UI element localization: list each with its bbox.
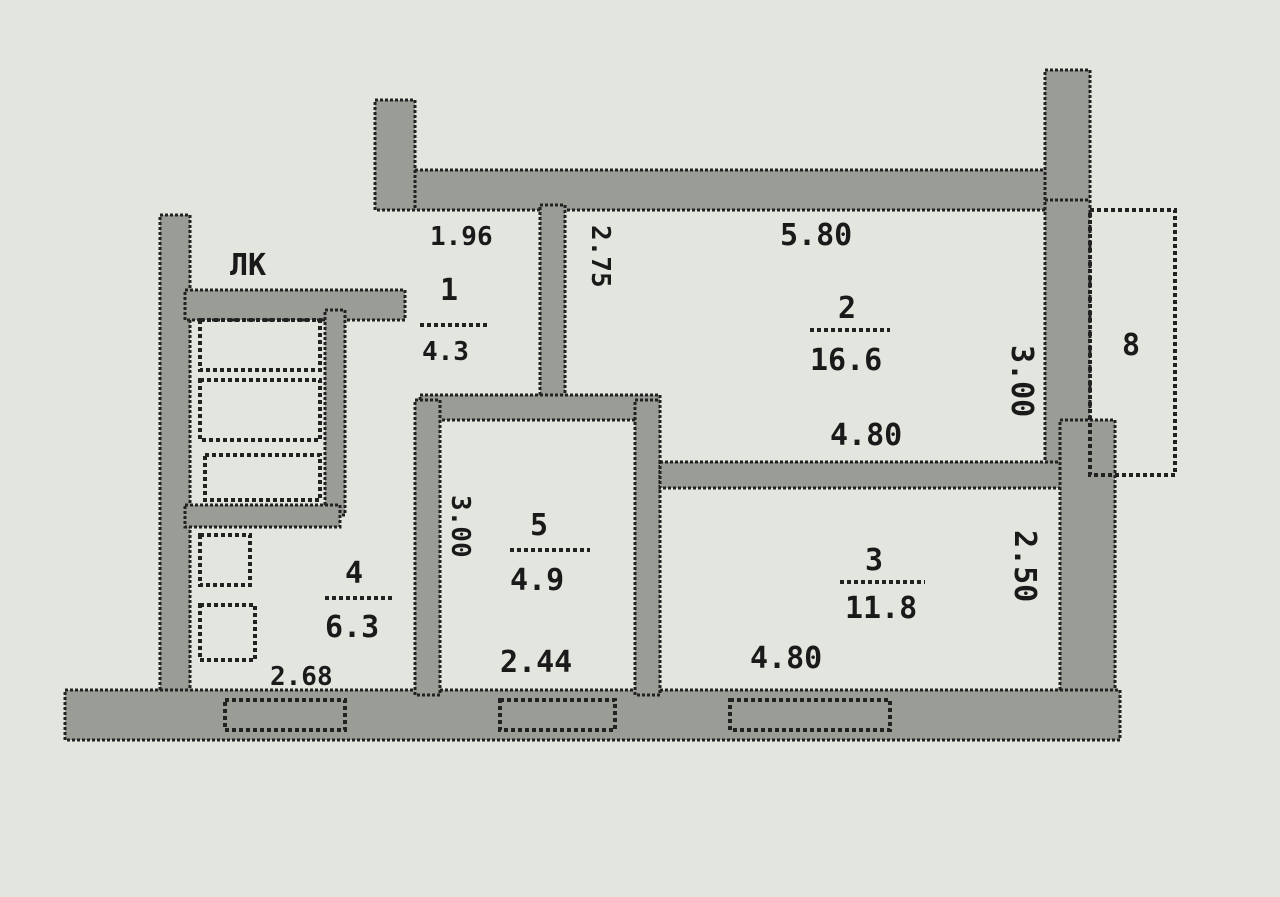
room-4-dim: 2.68 [270, 662, 333, 692]
balcony [1088, 208, 1177, 477]
room-4-number: 4 [345, 556, 363, 591]
room-3-number: 3 [865, 543, 883, 578]
room-2-dim-length: 4.80 [830, 418, 902, 453]
room-1-area: 4.3 [422, 337, 469, 367]
room-3-dim-side: 2.50 [1007, 530, 1042, 602]
room-5-area: 4.9 [510, 563, 564, 598]
room-3-dim-width: 4.80 [750, 641, 822, 676]
room-2-area: 16.6 [810, 343, 882, 378]
windows [223, 698, 892, 732]
room-2-number: 2 [838, 291, 856, 326]
stair-label: ЛК [230, 248, 266, 283]
outer-walls [63, 68, 1122, 742]
room-3-area: 11.8 [845, 591, 917, 626]
room-1-number: 1 [440, 273, 458, 308]
room-4-area: 6.3 [325, 610, 379, 645]
room-5-dim-side: 3.00 [445, 495, 475, 558]
room-1-dim: 1.96 [430, 222, 493, 252]
room-2-dim-side: 3.00 [1004, 345, 1039, 417]
room-5-dim-width: 2.44 [500, 645, 572, 680]
room-1-dim-2: 2.75 [585, 225, 615, 288]
room-2-dim-width: 5.80 [780, 218, 852, 253]
fixtures [198, 318, 322, 662]
room-5-number: 5 [530, 508, 548, 543]
balcony-number: 8 [1122, 328, 1140, 363]
